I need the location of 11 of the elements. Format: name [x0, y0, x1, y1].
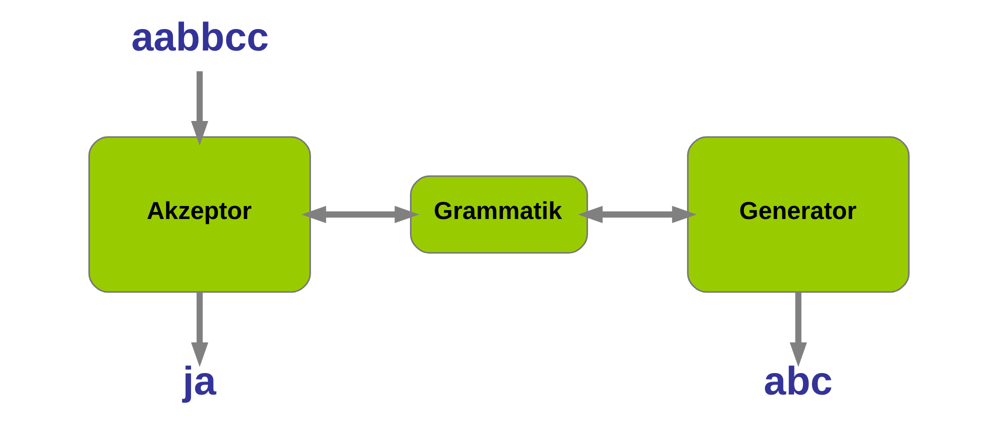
- node-text: aabbcc: [131, 16, 269, 60]
- node-box: Akzeptor: [88, 136, 311, 293]
- arrow: [301, 206, 420, 224]
- arrow: [790, 292, 807, 368]
- arrow: [191, 71, 208, 146]
- node-text: abc: [764, 360, 833, 404]
- node-box: Grammatik: [410, 175, 588, 254]
- arrow: [191, 292, 208, 368]
- node-box: Generator: [687, 136, 910, 293]
- arrow: [578, 206, 697, 224]
- node-text: ja: [182, 360, 216, 404]
